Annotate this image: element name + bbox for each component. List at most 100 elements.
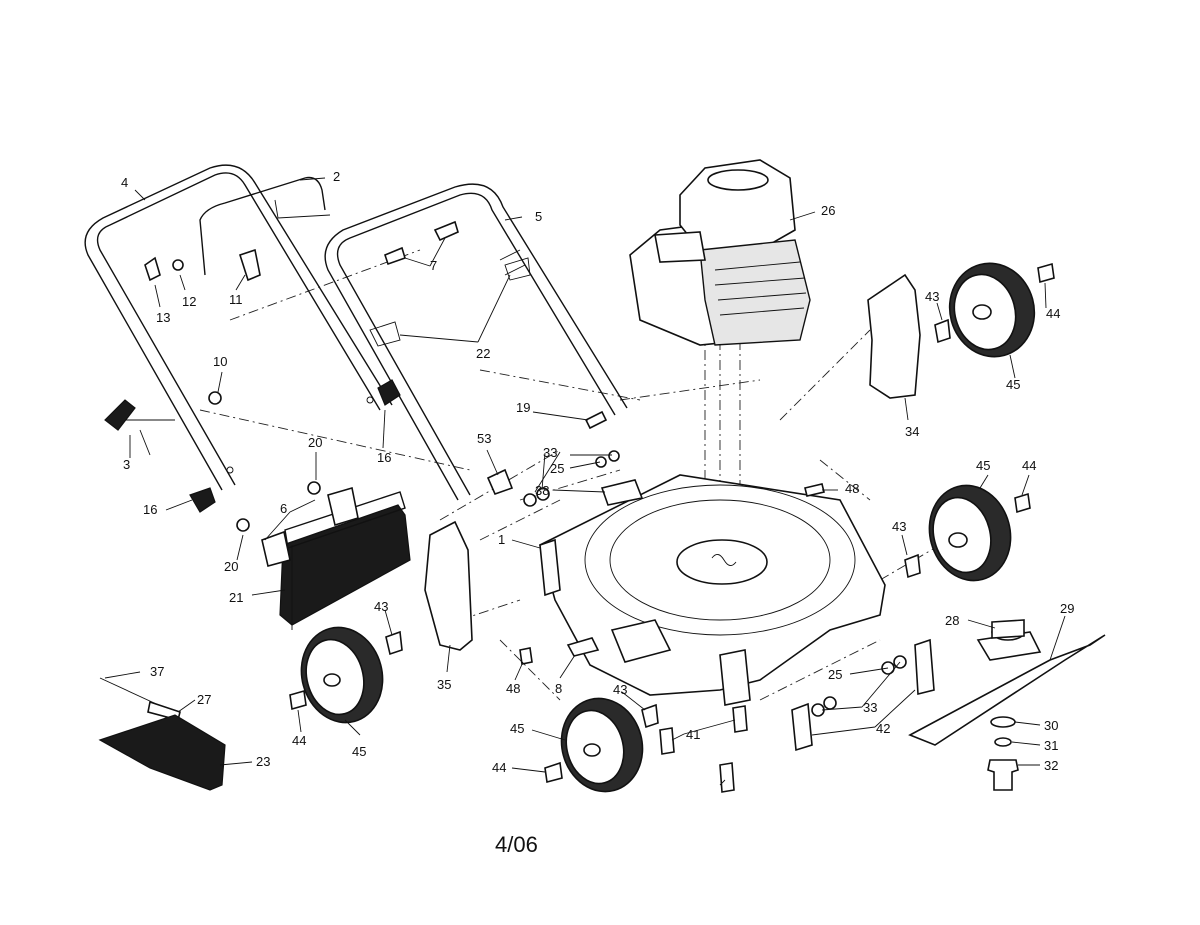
bolt-7a: [433, 220, 459, 242]
part-label: 28: [945, 613, 959, 628]
part-label: 45: [352, 744, 366, 759]
bolt-48b: [519, 647, 533, 665]
part-label: 4: [121, 175, 128, 190]
part-label: 27: [197, 692, 211, 707]
part-label: 44: [1022, 458, 1036, 473]
part-label: 25: [550, 461, 564, 476]
part-label: 31: [1044, 738, 1058, 753]
engine-26: [629, 159, 811, 346]
cable-clip-22a: [369, 321, 401, 347]
part-label: 6: [280, 501, 287, 516]
assembly-lines: [199, 249, 941, 701]
revision-date: 4/06: [495, 832, 538, 857]
wheel-bracket-35: [424, 520, 473, 651]
mount-plate-42b: [914, 638, 935, 696]
wheel-45-bottom: [560, 697, 644, 793]
part-label: 43: [925, 289, 939, 304]
wheel-45-mid-right: [928, 484, 1012, 582]
part-label: 44: [1046, 306, 1060, 321]
wheel-bolt-44a: [1037, 262, 1055, 284]
bracket-6a: [327, 486, 359, 527]
part-label: 43: [613, 682, 627, 697]
bolt-41a: [659, 727, 675, 755]
part-label: 12: [182, 294, 196, 309]
part-label: 22: [476, 346, 490, 361]
wheel-bracket-34: [867, 273, 921, 399]
part-label: 44: [292, 733, 306, 748]
spring-11: [238, 248, 261, 282]
part-label: 42: [876, 721, 890, 736]
part-label: 53: [477, 431, 491, 446]
cable-clip-53: [486, 468, 514, 496]
part-label: 19: [516, 400, 530, 415]
rear-flap-21: [279, 491, 411, 630]
lock-washer-31: [994, 737, 1012, 747]
part-label: 26: [821, 203, 835, 218]
part-label: 5: [535, 209, 542, 224]
part-label: 33: [543, 445, 557, 460]
part-label: 38: [535, 483, 549, 498]
hub-cap-43c: [385, 630, 403, 656]
wheel-bolt-44b: [1014, 492, 1031, 514]
part-label: 45: [510, 721, 524, 736]
bolt-7b: [384, 246, 406, 266]
wheel-45-left: [300, 626, 384, 724]
lower-handle: [84, 164, 393, 491]
part-label: 3: [123, 457, 130, 472]
latch-8: [566, 637, 600, 657]
part-label: 48: [506, 681, 520, 696]
part-label: 13: [156, 310, 170, 325]
discharge-deflector-23: [98, 714, 226, 791]
mount-plate-42a: [791, 702, 813, 752]
part-label: 35: [437, 677, 451, 692]
clip-13: [144, 256, 161, 282]
washer-25b: [608, 450, 620, 462]
cable-clip-22b: [504, 257, 531, 281]
part-label: 29: [1060, 601, 1074, 616]
part-label: 41: [686, 727, 700, 742]
part-label: 25: [828, 667, 842, 682]
leader-lines: [104, 177, 1066, 786]
wheel-45-top-right: [948, 262, 1036, 358]
bolt-41c: [719, 762, 735, 793]
part-label: 45: [1006, 377, 1020, 392]
part-label: 34: [905, 424, 919, 439]
bolt-41b: [732, 705, 748, 733]
hub-cap-43a: [934, 318, 951, 344]
part-label: 30: [1044, 718, 1058, 733]
nut-33a: [523, 493, 537, 507]
part-label: 48: [845, 481, 859, 496]
upper-handle: [324, 183, 628, 501]
clip-38: [600, 479, 644, 506]
part-labels: 1 2 3 4 5 6 7 8 10 11 12 13 16 16 19 20 …: [121, 169, 1074, 775]
nut-33b: [595, 456, 607, 468]
part-label: 16: [143, 502, 157, 517]
part-label: 20: [308, 435, 322, 450]
blade-bolt-32: [987, 759, 1019, 791]
washer-25a: [536, 487, 550, 501]
part-label: 21: [229, 590, 243, 605]
part-label: 44: [492, 760, 506, 775]
part-label: 23: [256, 754, 270, 769]
part-label: 45: [976, 458, 990, 473]
part-label: 43: [374, 599, 388, 614]
bracket-6b: [261, 530, 291, 567]
part-label: 1: [498, 532, 505, 547]
hub-cap-43b: [904, 553, 921, 579]
bolt-20b: [236, 518, 250, 532]
part-label: 16: [377, 450, 391, 465]
wheel-bolt-44c: [289, 689, 307, 711]
washer-25d: [823, 696, 837, 710]
hub-cap-43d: [641, 703, 659, 729]
handle-knob-16a: [189, 487, 216, 513]
nut-10: [208, 391, 222, 405]
bolt-12: [172, 259, 184, 271]
handle-knob-3: [104, 399, 175, 456]
part-label: 7: [430, 258, 437, 273]
part-label: 8: [555, 681, 562, 696]
mower-deck-1: [539, 474, 886, 706]
part-label: 2: [333, 169, 340, 184]
blade-adapter-28: [976, 619, 1042, 661]
washer-30: [990, 716, 1016, 728]
